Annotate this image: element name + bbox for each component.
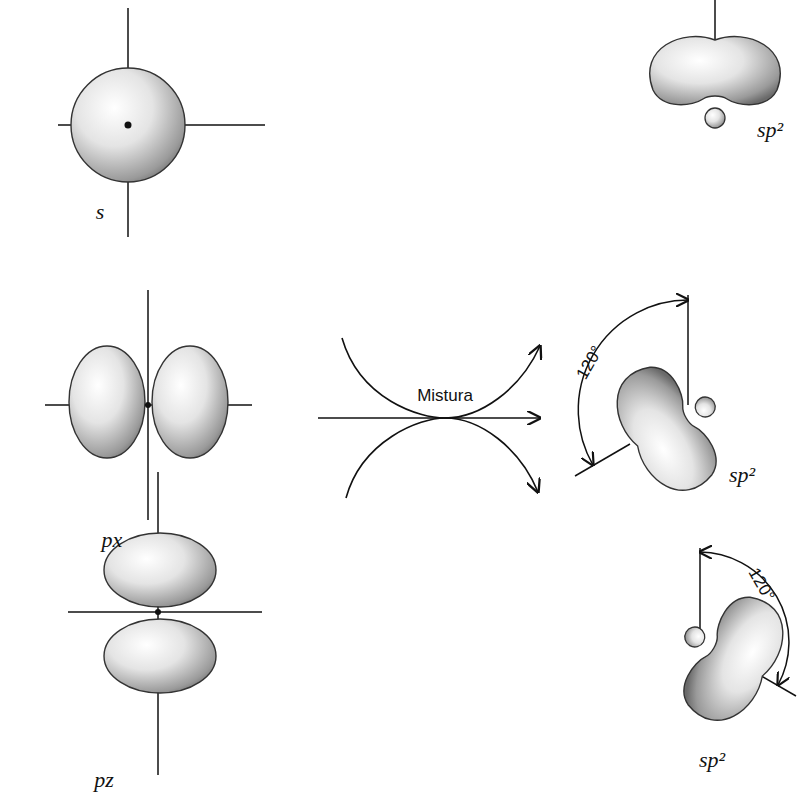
mixing-arrows	[318, 338, 540, 498]
orbital-name: sp²	[699, 749, 725, 771]
s-orbital	[71, 68, 185, 182]
process-label: Mistura	[417, 387, 473, 404]
sp2-orbital	[654, 575, 798, 734]
orbital-name: pz	[94, 769, 114, 791]
angle-label: 120°	[574, 343, 606, 382]
pz-orbital	[104, 533, 216, 693]
sp2-orbital	[650, 37, 781, 128]
orbital-name: sp²	[729, 464, 755, 486]
orbital-name: px	[102, 529, 123, 551]
orbital-name: s	[96, 201, 105, 223]
px-orbital	[69, 346, 228, 458]
sp2-orbital	[602, 345, 746, 504]
orbital-name: sp²	[757, 119, 783, 141]
